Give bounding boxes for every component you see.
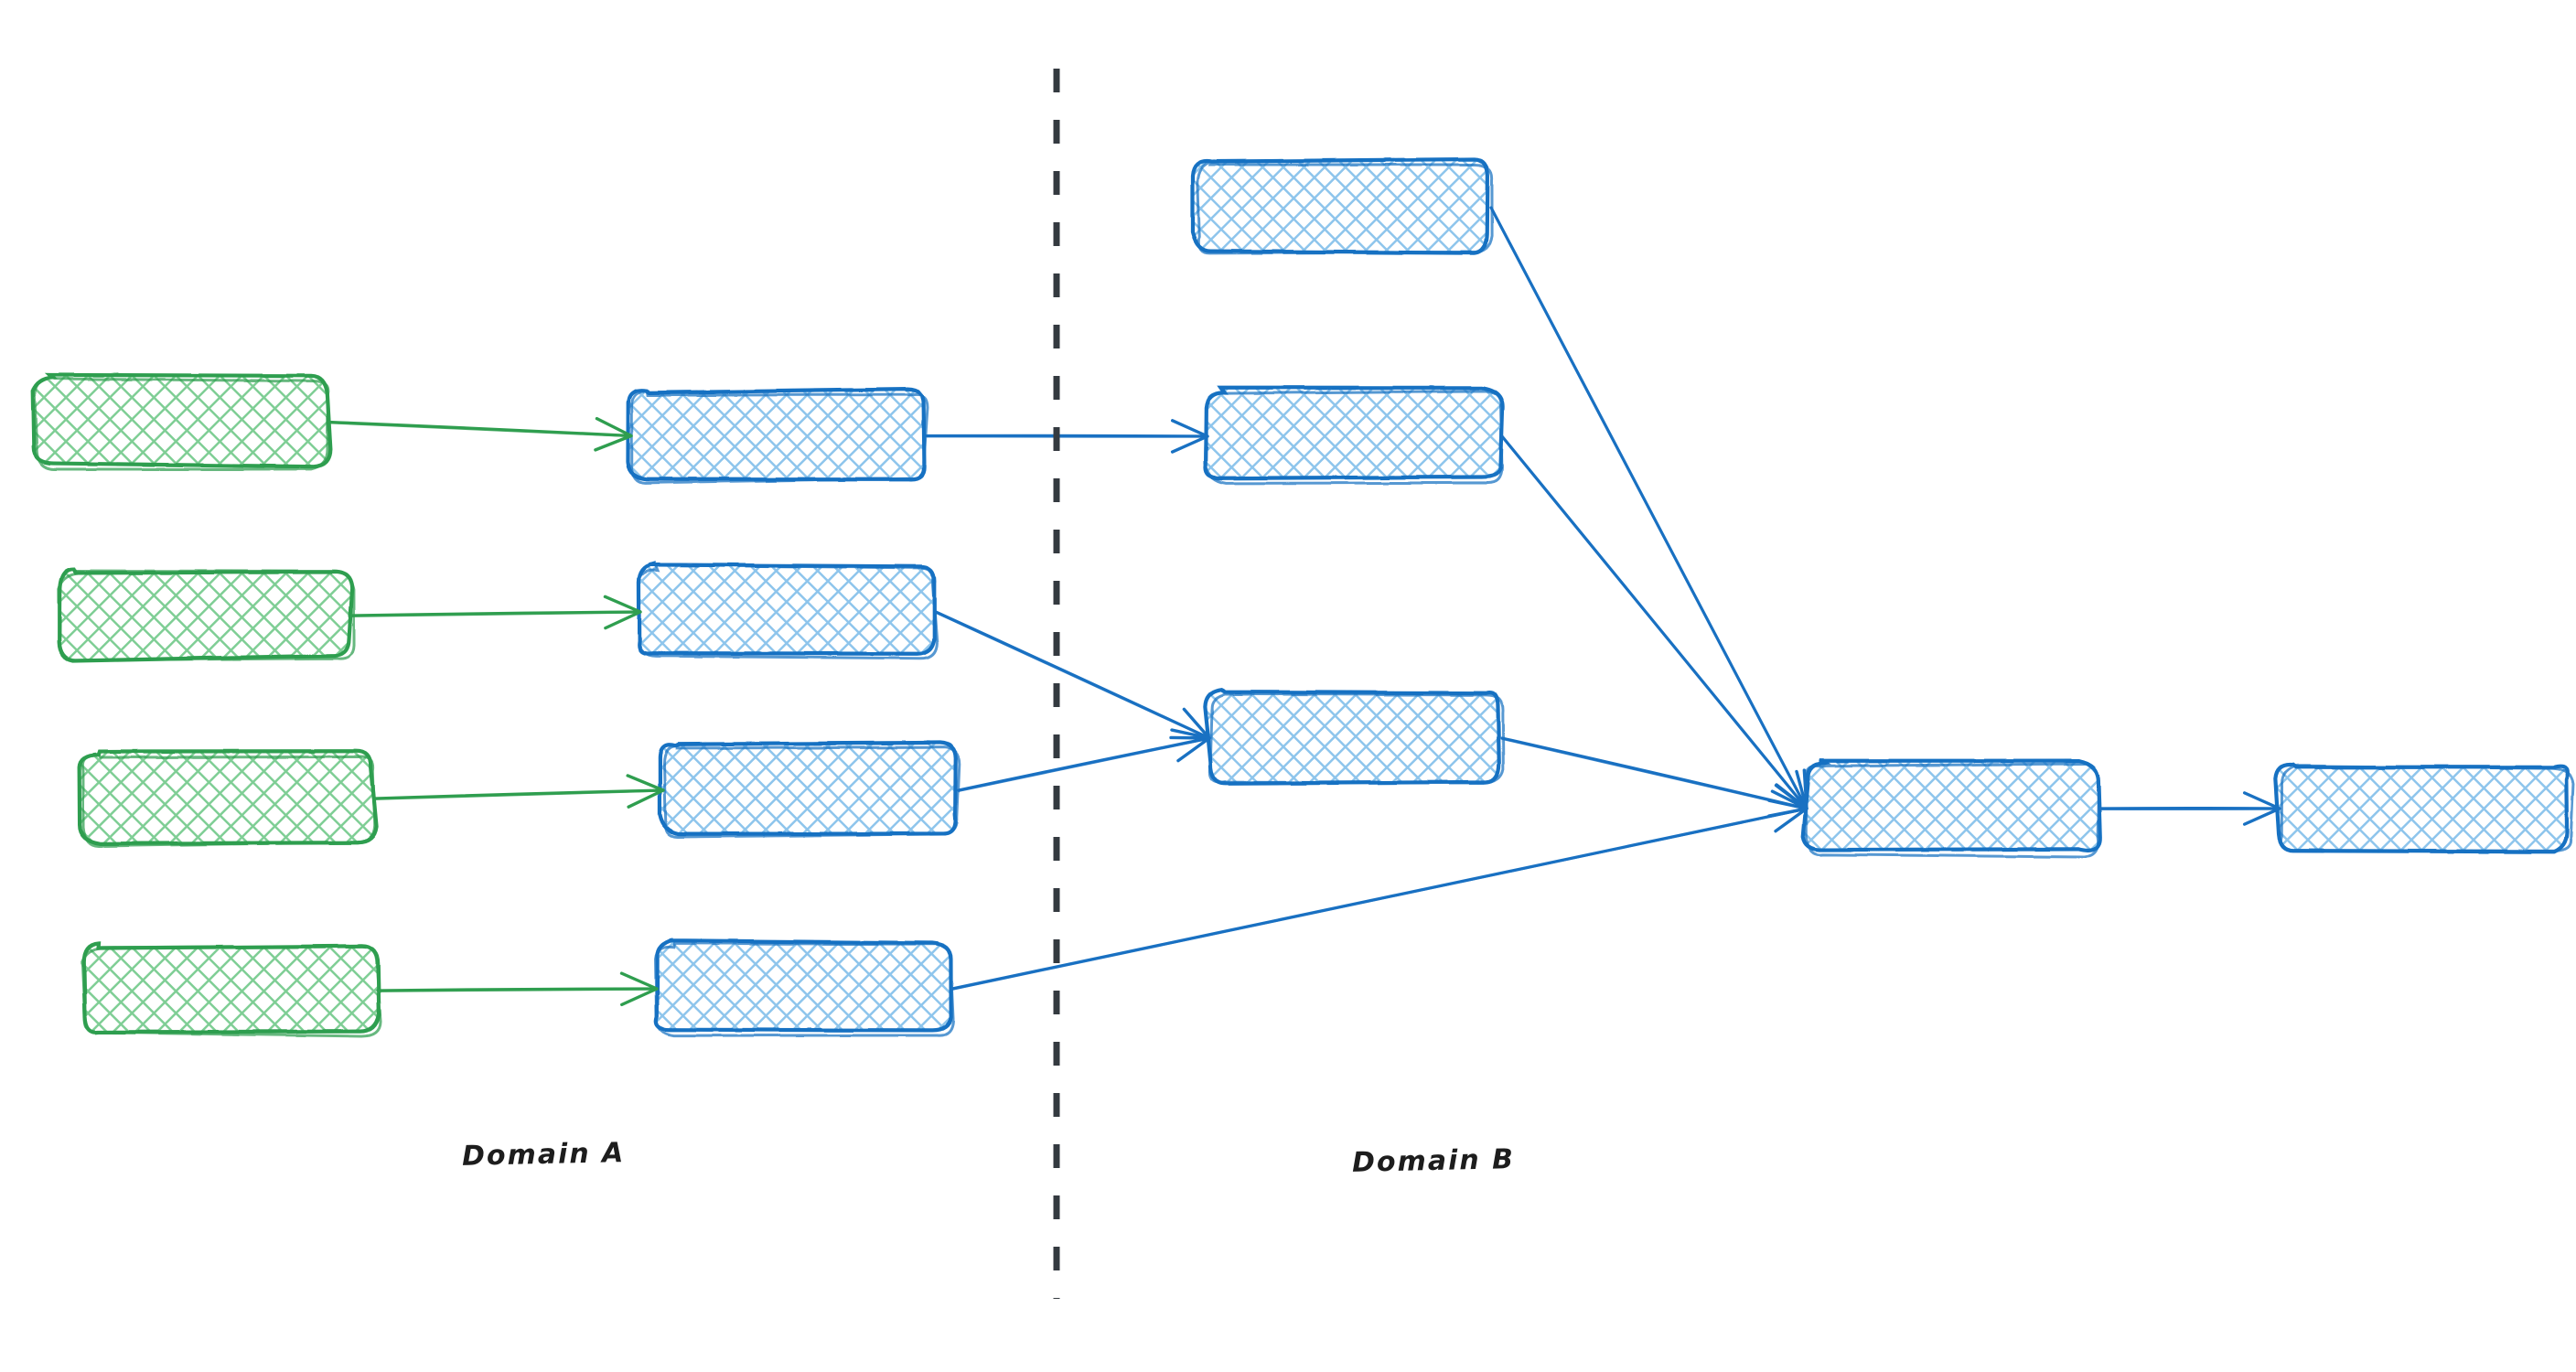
domain-b-label: Domain B: [1351, 1143, 1516, 1179]
edge-arrowhead: [594, 416, 633, 452]
node-b1[interactable]: [1190, 156, 1494, 255]
node-fill: [2275, 765, 2568, 852]
edge-shaft: [1500, 737, 1809, 810]
node-b2[interactable]: [1203, 385, 1505, 485]
node-outline: [1196, 159, 1494, 255]
edge-e-b3-b4: [1500, 736, 1809, 818]
edge-e-m1-b2: [925, 419, 1209, 454]
node-outline: [1804, 762, 2100, 859]
edge-shaft: [1500, 435, 1809, 810]
edge-e-b2-b4: [1500, 434, 1809, 810]
node-b4[interactable]: [1800, 758, 2102, 859]
node-m1[interactable]: [626, 387, 929, 485]
node-m3[interactable]: [658, 740, 961, 839]
edge-e-m3-b3: [957, 728, 1211, 792]
node-outline: [80, 754, 377, 848]
node-outline: [80, 945, 382, 1038]
node-outline: [1203, 389, 1504, 485]
edge-e-a2-m2: [350, 595, 642, 630]
edge-e-a3-m3: [373, 774, 665, 809]
node-b3[interactable]: [1203, 687, 1505, 786]
edge-e-m4-b4: [950, 799, 1809, 991]
edge-shaft: [950, 808, 1809, 991]
node-outline: [33, 376, 330, 471]
node-outline: [654, 941, 955, 1037]
node-b5[interactable]: [2273, 762, 2575, 854]
edge-arrowhead: [619, 971, 659, 1007]
node-fill: [1802, 760, 2100, 851]
node-a2[interactable]: [57, 567, 356, 663]
edge-shaft: [934, 611, 1211, 740]
node-fill: [1192, 158, 1488, 253]
node-fill: [32, 374, 331, 467]
node-fill: [656, 939, 951, 1031]
node-outline: [637, 563, 939, 660]
edge-shaft: [350, 611, 642, 617]
node-fill: [1206, 387, 1503, 478]
edge-shaft: [957, 737, 1211, 792]
node-fill: [639, 563, 935, 654]
node-fill: [59, 569, 353, 661]
node-m4[interactable]: [654, 938, 955, 1037]
edge-shaft: [373, 789, 665, 800]
node-outline: [1208, 691, 1505, 785]
nodes-layer: [30, 156, 2575, 1038]
node-fill: [79, 751, 377, 844]
domain-a-label: Domain A: [461, 1137, 626, 1173]
node-m2[interactable]: [637, 561, 939, 660]
edge-e-a4-m4: [376, 971, 659, 1007]
edge-arrowhead: [1767, 783, 1809, 818]
node-outline: [630, 389, 929, 485]
edge-shaft: [376, 988, 659, 992]
node-outline: [662, 745, 961, 839]
edge-shaft: [1489, 207, 1809, 810]
node-a4[interactable]: [80, 941, 382, 1038]
edge-e-b1-b4: [1489, 206, 1809, 810]
edge-arrowhead: [1170, 419, 1209, 454]
node-a1[interactable]: [30, 372, 333, 471]
node-fill: [1205, 689, 1499, 784]
edge-arrowhead: [1170, 728, 1211, 763]
node-outline: [2279, 764, 2575, 852]
node-fill: [628, 389, 925, 479]
edge-shaft: [327, 422, 633, 438]
edge-e-b4-b5: [2098, 791, 2281, 826]
node-fill: [83, 943, 380, 1033]
node-a3[interactable]: [77, 749, 379, 848]
edge-e-a1-m1: [327, 416, 633, 452]
node-fill: [660, 742, 956, 834]
edge-e-m2-b3: [934, 610, 1211, 740]
edge-arrowhead: [603, 595, 642, 630]
node-outline: [57, 569, 356, 662]
edge-arrowhead: [626, 774, 665, 809]
edges-layer: [327, 206, 2281, 1007]
edge-arrowhead: [2242, 791, 2281, 826]
